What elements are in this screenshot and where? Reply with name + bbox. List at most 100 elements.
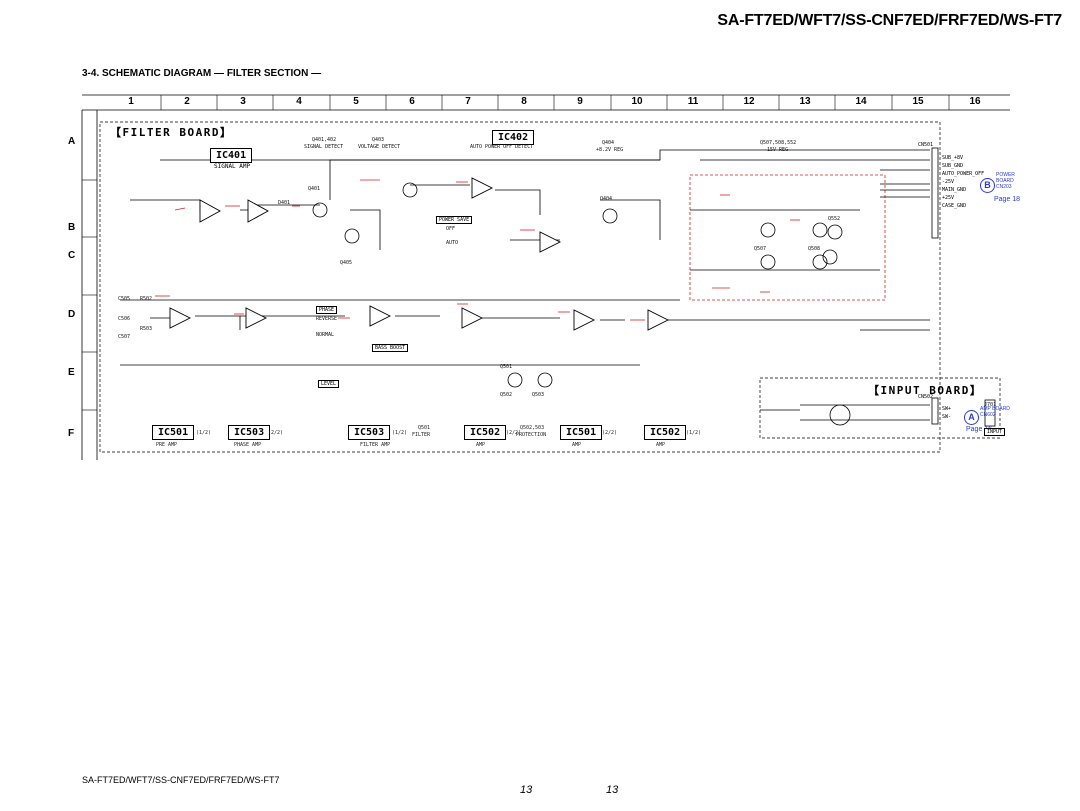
plus-8-2v-reg-label: +8.2V REG	[596, 147, 624, 153]
level-control-label: LEVEL	[318, 380, 340, 388]
grid-col-4: 4	[296, 96, 302, 107]
part-q507: Q507	[754, 246, 767, 252]
bottom-ic-3-label: IC503	[348, 425, 391, 440]
part-q401: Q401	[308, 186, 321, 192]
filter-board-outline	[99, 121, 941, 453]
ref-b-text: POWER BOARD CN203	[996, 172, 1015, 190]
phase-switch-label: PHASE	[316, 306, 338, 314]
bottom-ic-6-suffix: (1/2)	[686, 430, 702, 436]
input-board-title: 【INPUT BOARD】	[868, 384, 983, 397]
ref-b-page-link[interactable]: Page 18	[994, 196, 1021, 203]
grid-row-B: B	[68, 222, 76, 233]
grid-col-3: 3	[240, 96, 246, 107]
regulator-area-outline	[689, 174, 886, 301]
footer-model: SA-FT7ED/WFT7/SS-CNF7ED/FRF7ED/WS-FT7	[82, 775, 280, 785]
bass-boost-switch-label: BASS BOOST	[372, 344, 409, 352]
switch-off-label: OFF	[446, 226, 456, 232]
bottom-ic-5-suffix: (2/2)	[602, 430, 618, 436]
ic402-op-amp-a	[471, 177, 494, 199]
connector-blocks	[931, 147, 996, 427]
bottom-ic-1-label: IC501	[152, 425, 195, 440]
q404-label: Q404	[602, 140, 615, 146]
bottom-ic-4-label: IC502	[464, 425, 507, 440]
grid-col-14: 14	[855, 96, 867, 107]
q502-503-bottom-note: PROTECTION	[516, 432, 547, 438]
ic501-op-amp-b	[573, 309, 596, 331]
voltage-markers	[155, 179, 800, 321]
minus-15v-reg-label: -15V REG	[764, 147, 789, 153]
switch-reverse-label: REVERSE	[316, 316, 338, 322]
part-r502: R502	[140, 296, 153, 302]
part-q404: Q404	[600, 196, 613, 202]
part-c507: C507	[118, 334, 131, 340]
grid-col-16: 16	[969, 96, 981, 107]
grid-col-15: 15	[912, 96, 924, 107]
input-board-outline	[759, 377, 1001, 439]
switch-auto-label: AUTO	[446, 240, 459, 246]
grid-ticks	[82, 95, 950, 411]
q401-402-label: Q401,402	[312, 137, 337, 143]
signal-detect-label: SIGNAL DETECT	[304, 144, 344, 150]
grid-col-9: 9	[577, 96, 583, 107]
ic502-op-amp-b	[461, 307, 484, 329]
input-jack-label: INPUT	[984, 428, 1006, 436]
ic503-op-amp-a	[369, 305, 392, 327]
cn501-pin-6: +25V	[942, 195, 955, 201]
transistor-symbols	[312, 182, 851, 426]
bottom-ic-1-suffix: (1/2)	[196, 430, 212, 436]
circuit-traces	[120, 149, 930, 421]
model-header: SA-FT7ED/WFT7/SS-CNF7ED/FRF7ED/WS-FT7	[717, 12, 1062, 29]
grid-col-6: 6	[409, 96, 415, 107]
voltage-detect-label: VOLTAGE DETECT	[358, 144, 401, 150]
grid-col-2: 2	[184, 96, 190, 107]
grid-frame	[81, 94, 1010, 460]
grid-col-12: 12	[743, 96, 755, 107]
cn501-pin-5: MAIN_GND	[942, 187, 967, 193]
cn502-ref: CN502	[918, 394, 934, 400]
bottom-ic-2-note: PHASE AMP	[234, 442, 262, 448]
bottom-ic-2-suffix: (2/2)	[268, 430, 284, 436]
ic401-label: IC401	[210, 148, 253, 163]
ic501-op-amp-a	[169, 307, 192, 329]
grid-col-13: 13	[799, 96, 811, 107]
part-d401: D401	[278, 200, 291, 206]
q403-label: Q403	[372, 137, 385, 143]
power-save-switch-label: POWER SAVE	[436, 216, 473, 224]
bottom-ic-3-note: FILTER AMP	[360, 442, 391, 448]
grid-row-F: F	[68, 428, 75, 439]
auto-power-off-detect-label: AUTO POWER OFF DETECT	[470, 144, 534, 150]
grid-row-A: A	[68, 136, 76, 147]
bottom-ic-1-note: PRE AMP	[156, 442, 178, 448]
page-number-left: 13	[520, 784, 533, 796]
q501-bottom-note: FILTER	[412, 432, 431, 438]
q507-508-552-label: Q507,508,552	[760, 140, 797, 146]
part-q508: Q508	[808, 246, 821, 252]
page-number-right: 13	[606, 784, 619, 796]
bottom-ic-6-label: IC502	[644, 425, 687, 440]
bottom-ic-5-label: IC501	[560, 425, 603, 440]
ref-a-tag: A	[964, 410, 979, 425]
cn501-pin-7: CASE_GND	[942, 203, 967, 209]
cn501-pin-2: SUB_GND	[942, 163, 964, 169]
ic401-op-amp-b	[247, 199, 269, 223]
ic401-note: SIGNAL AMP	[214, 163, 251, 170]
switch-normal-label: NORMAL	[316, 332, 335, 338]
cn501-pin-4: -25V	[942, 179, 955, 185]
bottom-ic-6-note: AMP	[656, 442, 666, 448]
part-c506: C506	[118, 316, 131, 322]
part-c505: C505	[118, 296, 131, 302]
bottom-ic-4-note: AMP	[476, 442, 486, 448]
part-q405: Q405	[340, 260, 353, 266]
ref-b-tag: B	[980, 178, 995, 193]
part-q501: Q501	[500, 364, 513, 370]
part-r503: R503	[140, 326, 153, 332]
ic402-label: IC402	[492, 130, 535, 145]
op-amp-symbols	[169, 177, 670, 331]
part-j701: J701	[984, 402, 997, 408]
ref-a-text: AMP BOARD CN602	[980, 406, 1010, 418]
ref-a-page-link[interactable]: Page 16	[966, 426, 993, 433]
bottom-ic-2-label: IC503	[228, 425, 271, 440]
grid-row-C: C	[68, 250, 76, 261]
cn501-pin-1: SUB_+8V	[942, 155, 964, 161]
